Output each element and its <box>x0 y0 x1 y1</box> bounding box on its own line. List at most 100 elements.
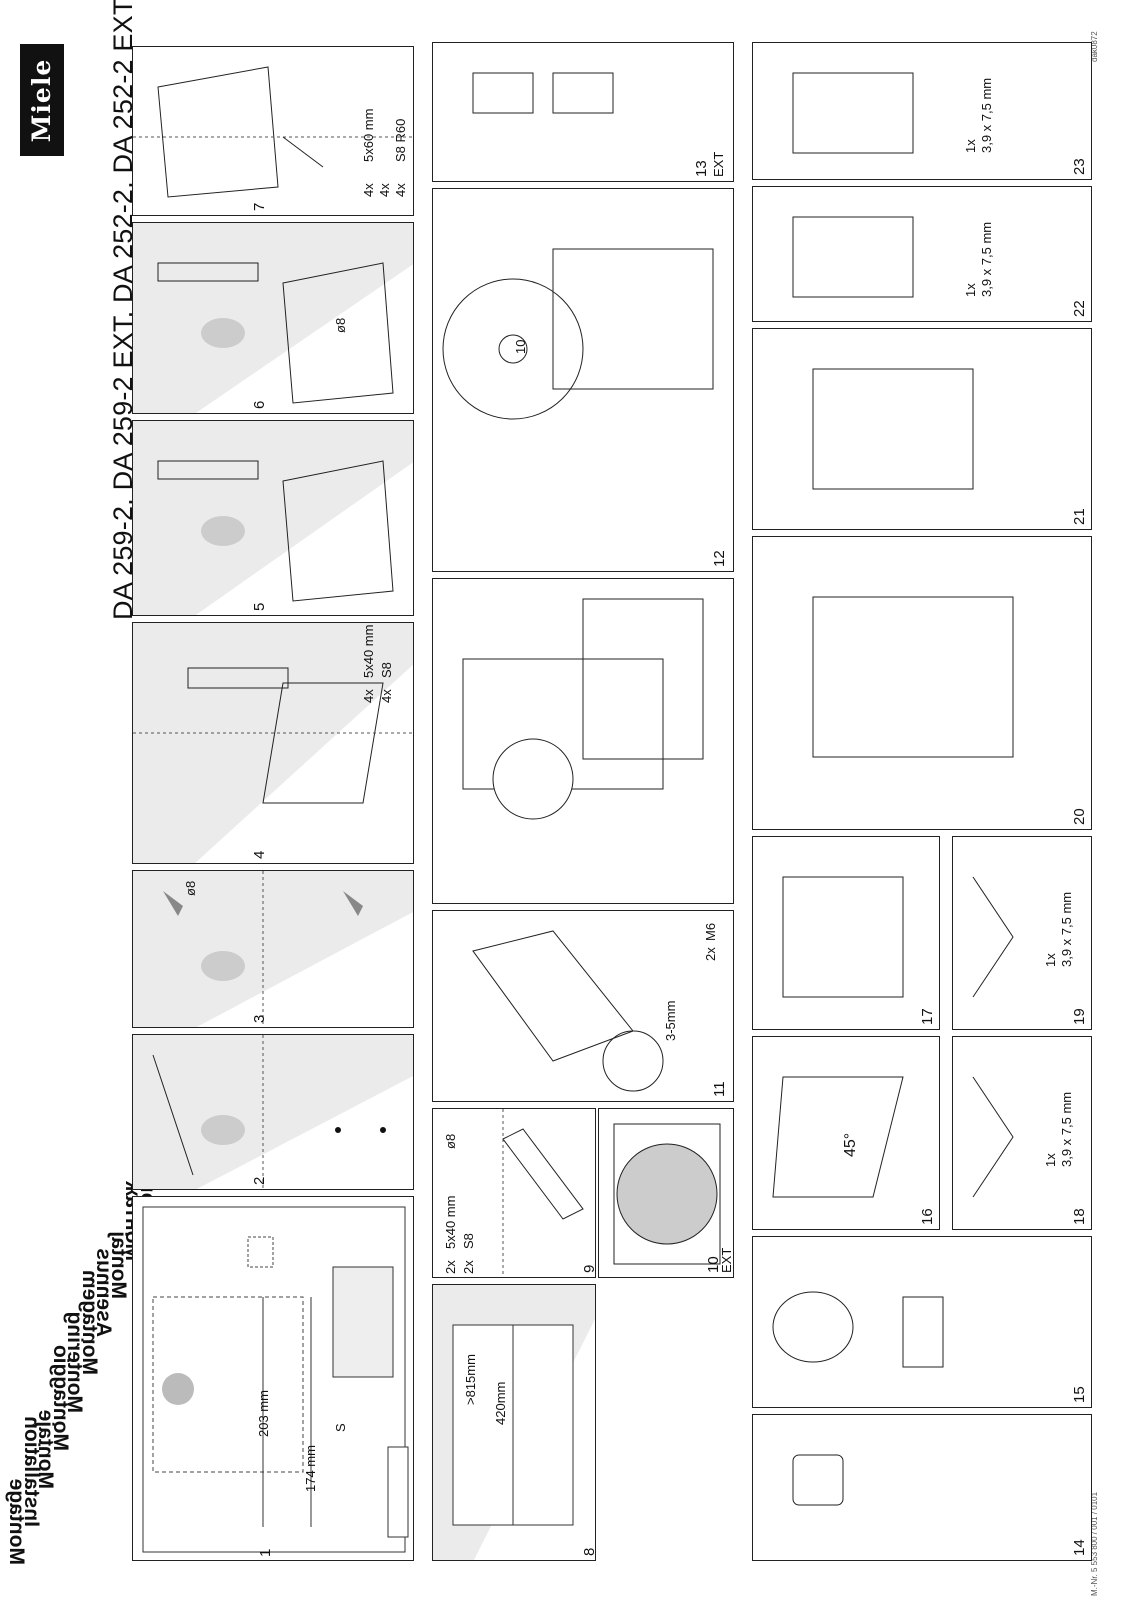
duct-hose-drawing <box>772 1291 944 1368</box>
panel-15: 15 <box>752 1236 1092 1408</box>
qty-screws: 1x <box>963 139 978 153</box>
step-number-11: 11 <box>711 1081 728 1097</box>
plug-connector-drawing <box>472 72 614 114</box>
qty-plugs: 2x <box>461 1260 476 1274</box>
rail-fixing-drawing <box>502 1109 584 1277</box>
screw-size: 5x40 mm <box>361 624 376 678</box>
screw-fixing-drawing <box>972 876 1014 998</box>
step-number-20: 20 <box>1071 808 1088 825</box>
panel-3: ø8 3 <box>132 870 414 1028</box>
plug-size: S8 R60 <box>393 118 408 162</box>
dimension-420: 420mm <box>493 1381 508 1425</box>
panel-20: 20 <box>752 536 1092 830</box>
qty-screws: 4x <box>361 689 376 703</box>
panel-21: 21 <box>752 328 1092 530</box>
miele-logo: Miele <box>20 44 64 156</box>
panel-9: 2x 5x40 mm 2x S8 ø8 9 <box>432 1108 596 1278</box>
marking-drawing <box>133 1035 413 1189</box>
step-number-21: 21 <box>1071 508 1088 525</box>
qty-plugs: 4x <box>379 689 394 703</box>
cover-lift-drawing <box>782 876 904 998</box>
step-number-16: 16 <box>919 1208 936 1225</box>
screw-size: 3,9 x 7,5 mm <box>1059 1091 1074 1167</box>
panel-13: 13 EXT <box>432 42 734 182</box>
step-number-8: 8 <box>581 1548 595 1556</box>
panel-11b <box>432 578 734 904</box>
chimney-slide-drawing <box>812 368 974 490</box>
step-number-7: 7 <box>251 202 268 211</box>
screw-size: 3,9 x 7,5 mm <box>1059 891 1074 967</box>
screw-size: 5x60 mm <box>361 108 376 162</box>
drill-size-label: ø8 <box>183 880 198 896</box>
panel-17: 17 <box>752 836 940 1030</box>
step-number-13: 13 <box>693 160 710 177</box>
ext-badge: EXT <box>711 151 726 177</box>
hood-assembly-drawing <box>462 598 704 820</box>
panel-22: 1x 3,9 x 7,5 mm 22 <box>752 186 1092 322</box>
step-number-9: 9 <box>581 1265 595 1273</box>
drill-size-label: ø8 <box>333 317 348 333</box>
screw-size: 3,9 x 7,5 mm <box>979 221 994 297</box>
fold-angle: 45° <box>842 1132 859 1157</box>
panel-11: 2x M6 3-5mm 11 <box>432 910 734 1102</box>
step-number-22: 22 <box>1071 300 1088 317</box>
step-number-14: 14 <box>1071 1539 1088 1556</box>
qty-plugs: 4x <box>393 183 408 197</box>
cover-fold-drawing <box>772 1076 904 1198</box>
panel-18: 1x 3,9 x 7,5 mm 18 <box>952 1036 1092 1230</box>
step-number-15: 15 <box>1071 1386 1088 1403</box>
wall-layout-drawing <box>142 1206 409 1553</box>
panel-10: EXT 10 <box>598 1108 734 1278</box>
plate-mounting-drawing <box>472 930 664 1092</box>
bracket-fixing-drawing <box>133 623 413 863</box>
knob-number: 10 <box>513 339 528 354</box>
power-plug-drawing <box>792 1454 844 1506</box>
plug-size: S8 <box>379 662 394 678</box>
panel-16: 45° 16 <box>752 1036 940 1230</box>
qty-screws: 2x <box>443 1260 458 1274</box>
dimension-815: >815mm <box>463 1354 478 1405</box>
chimney-screw-drawing <box>792 72 914 154</box>
drilling-drawing <box>133 871 413 1027</box>
chimney-assembly-drawing <box>812 596 1014 758</box>
bracket-alignment-drawing <box>133 421 413 615</box>
panel-23: 1x 3,9 x 7,5 mm 23 <box>752 42 1092 180</box>
drill-size-label: ø8 <box>443 1133 458 1149</box>
step-number-19: 19 <box>1071 1008 1088 1025</box>
panel-7: 4x 5x60 mm 4x 4x S8 R60 7 <box>132 46 414 216</box>
motor-connection-drawing <box>442 248 714 420</box>
panel-14: 14 <box>752 1414 1092 1561</box>
dimension-203: 203 mm <box>256 1390 271 1437</box>
step-number-4: 4 <box>251 850 268 859</box>
step-number-23: 23 <box>1071 158 1088 175</box>
flap-drawing <box>613 1123 721 1265</box>
step-number-10: 10 <box>705 1256 722 1273</box>
step-number-18: 18 <box>1071 1208 1088 1225</box>
nut-size: M6 <box>703 922 718 941</box>
qty-screws: 1x <box>1043 1153 1058 1167</box>
step-number-17: 17 <box>919 1008 936 1025</box>
bracket-screwing-drawing <box>133 66 413 198</box>
plug-size: S8 <box>461 1233 476 1249</box>
dimension-174: 174 mm <box>303 1445 318 1492</box>
panel-6: ø8 6 <box>132 222 414 414</box>
qty-screws: 1x <box>963 283 978 297</box>
panel-2: 2 <box>132 1034 414 1190</box>
screw-size: 3,9 x 7,5 mm <box>979 77 994 153</box>
qty-screws: 1x <box>1043 953 1058 967</box>
gap-size: 3-5mm <box>663 1000 678 1041</box>
panel-12: 10 12 <box>432 188 734 572</box>
bracket-drilling-drawing <box>133 223 413 413</box>
panel-8: >815mm 420mm 8 <box>432 1284 596 1561</box>
qty-screws: 4x <box>361 183 376 197</box>
step-number-12: 12 <box>711 550 728 567</box>
panel-5: 5 <box>132 420 414 616</box>
height-marking-drawing <box>433 1285 595 1560</box>
screw-size: 5x40 mm <box>443 1195 458 1249</box>
qty-washers: 4x <box>377 183 392 197</box>
dimension-s: S <box>333 1423 348 1432</box>
step-number-6: 6 <box>251 400 268 409</box>
step-number-2: 2 <box>251 1176 268 1185</box>
step-number-1: 1 <box>257 1548 274 1557</box>
